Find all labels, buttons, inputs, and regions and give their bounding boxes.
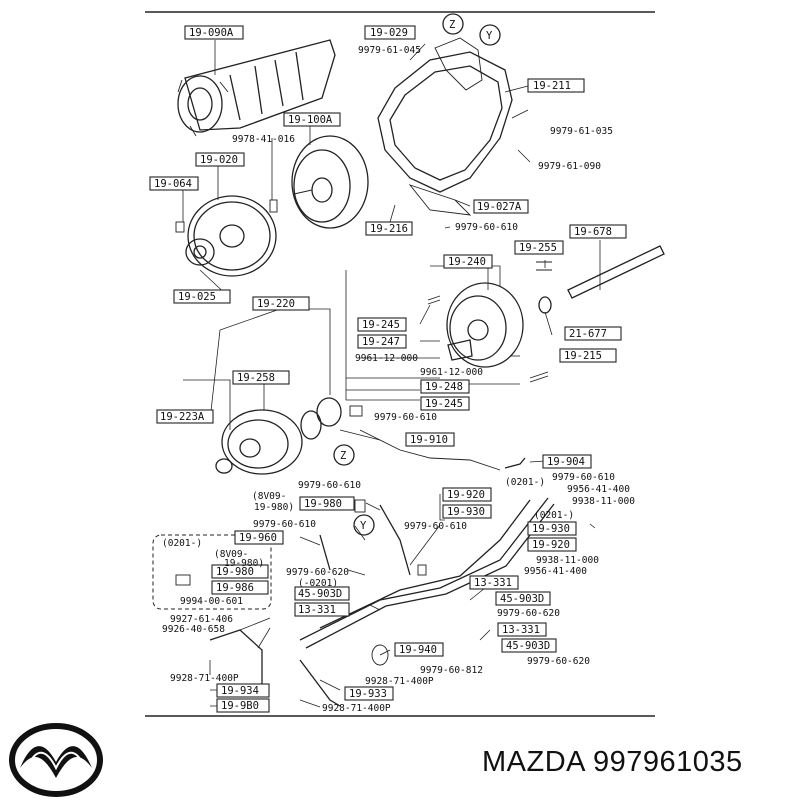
callout-9979-60-610-b: 9979-60-610	[374, 412, 437, 423]
callout-9979-61-090: 9979-61-090	[538, 161, 601, 172]
callout-9979-60-812: 9979-60-812	[420, 665, 483, 676]
callout-boxes	[149, 25, 627, 713]
converter-housing	[377, 37, 513, 216]
callout-0201-b: (0201-)	[534, 510, 574, 521]
callout-19-248: 19-248	[425, 381, 463, 393]
mazda-logo-icon	[9, 723, 103, 797]
option-box	[152, 534, 272, 610]
callout-19-960: 19-960	[239, 532, 277, 544]
callout-9979-60-610-e: 9979-60-610	[253, 519, 316, 530]
callout-19-930-b: 19-930	[532, 523, 570, 535]
callout-21-677: 21-677	[569, 328, 607, 340]
callout-19-215: 19-215	[564, 350, 602, 362]
callout-9956-41-400-b: 9956-41-400	[524, 566, 587, 577]
callout-9979-60-610-f: 9979-60-610	[404, 521, 467, 532]
cooler-lines	[175, 429, 555, 707]
marker-y-1: Y	[486, 30, 493, 42]
callout-9979-61-035: 9979-61-035	[550, 126, 613, 137]
callout-45-903D-c: 45-903D	[506, 640, 550, 652]
callout-19-245-b: 19-245	[425, 398, 463, 410]
torque-converter	[291, 135, 369, 229]
callout-9979-61-045: 9979-61-045	[358, 45, 421, 56]
callout-9926-40-658: 9926-40-658	[162, 624, 225, 635]
callout-19-223A: 19-223A	[160, 411, 205, 423]
callout-19-940: 19-940	[399, 644, 437, 656]
callout-0201-c: (0201-)	[162, 538, 202, 549]
callout-8V09: (8V09-	[252, 491, 286, 502]
brand-name: MAZDA	[482, 746, 585, 778]
callout-19-100A: 19-100A	[288, 114, 333, 126]
callout-9979-60-610-c: 9979-60-610	[552, 472, 615, 483]
callout-19-090A: 19-090A	[189, 27, 234, 39]
callout-19-980-paren: 19-980)	[254, 502, 294, 513]
callout-19-220: 19-220	[257, 298, 295, 310]
callout-13-331-a: 13-331	[474, 577, 512, 589]
reference-markers	[333, 13, 501, 536]
callout-9938-11-000-a: 9938-11-000	[572, 496, 635, 507]
transmission-assembly	[177, 39, 336, 137]
callout-9979-60-610-d: 9979-60-610	[298, 480, 361, 491]
marker-z-2: Z	[340, 450, 346, 462]
callout-9938-11-000-b: 9938-11-000	[536, 555, 599, 566]
drive-plate	[175, 195, 278, 277]
callout-9994-00-601: 9994-00-601	[180, 596, 243, 607]
callout-13-331-b: 13-331	[298, 604, 336, 616]
callout-19-986: 19-986	[216, 582, 254, 594]
callout-19-9B0: 19-9B0	[221, 700, 259, 712]
callout-45-903D-b: 45-903D	[500, 593, 544, 605]
callout-8V09-b: (8V09-	[214, 549, 248, 560]
callout-19-020: 19-020	[200, 154, 238, 166]
part-number: 997961035	[592, 746, 743, 778]
callout-9978-41-016: 9978-41-016	[232, 134, 295, 145]
callout-9979-60-610-a: 9979-60-610	[455, 222, 518, 233]
callout-19-029: 19-029	[370, 27, 408, 39]
callout-19-216: 19-216	[370, 223, 408, 235]
callout-13-331-c: 13-331	[502, 624, 540, 636]
marker-z-1: Z	[449, 19, 455, 31]
callout-19-240: 19-240	[448, 256, 486, 268]
callout-9979-60-620-a: 9979-60-620	[286, 567, 349, 578]
callout-19-027A: 19-027A	[477, 201, 522, 213]
callout-19-211: 19-211	[533, 80, 571, 92]
clutch-drum	[215, 397, 363, 475]
callout-19-258: 19-258	[237, 372, 275, 384]
callout-19-255: 19-255	[519, 242, 557, 254]
callout-0201-d: (-0201)	[298, 578, 338, 589]
callout-0201-a: (0201-)	[505, 477, 545, 488]
callout-19-933: 19-933	[349, 688, 387, 700]
callout-19-910: 19-910	[410, 434, 448, 446]
callout-19-904: 19-904	[547, 456, 585, 468]
callout-9928-71-400P-a: 9928-71-400P	[170, 673, 239, 684]
callout-19-247: 19-247	[362, 336, 400, 348]
callout-19-930-a: 19-930	[447, 506, 485, 518]
callout-9961-12-000-a: 9961-12-000	[355, 353, 418, 364]
callout-9979-60-620-b: 9979-60-620	[497, 608, 560, 619]
callout-19-245-a: 19-245	[362, 319, 400, 331]
callout-19-980-b: 19-980	[216, 566, 254, 578]
callout-19-980-a: 19-980	[304, 498, 342, 510]
callout-9928-71-400P-b: 9928-71-400P	[365, 676, 434, 687]
callout-9927-61-406: 9927-61-406	[170, 614, 233, 625]
callout-19-678: 19-678	[574, 226, 612, 238]
callout-19-980-paren-2: 19-980)	[224, 558, 264, 569]
marker-y-2: Y	[360, 520, 367, 532]
callout-9979-60-620-c: 9979-60-620	[527, 656, 590, 667]
callout-9928-71-400P-c: 9928-71-400P	[322, 703, 391, 714]
callout-9961-12-000-b: 9961-12-000	[420, 367, 483, 378]
callout-19-025: 19-025	[178, 291, 216, 303]
callout-19-920-a: 19-920	[447, 489, 485, 501]
callout-19-064: 19-064	[154, 178, 192, 190]
callout-45-903D-a: 45-903D	[298, 588, 342, 600]
brand-caption: MAZDA 997961035	[482, 746, 743, 779]
callout-9956-41-400-a: 9956-41-400	[567, 484, 630, 495]
callout-labels: 19-090A 9979-61-045 19-029 Z Y 19-211 99…	[154, 19, 635, 714]
callout-19-920-b: 19-920	[532, 539, 570, 551]
callout-19-934: 19-934	[221, 685, 259, 697]
